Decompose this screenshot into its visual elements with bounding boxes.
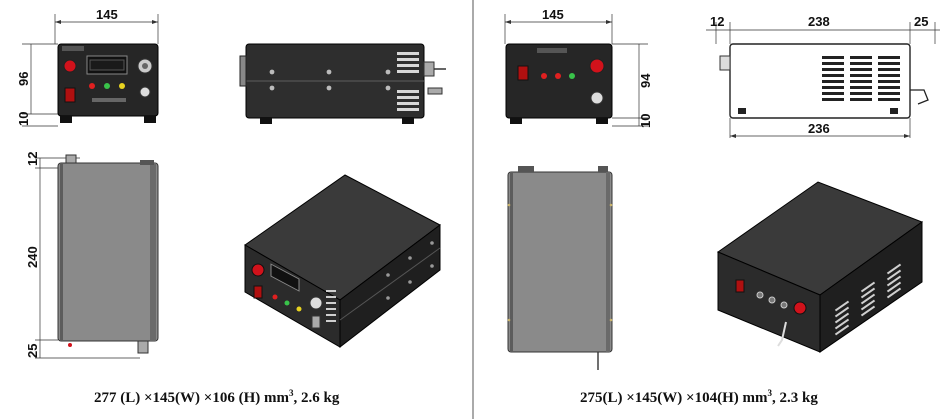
right-side-bottom-dim-label: 236	[808, 121, 830, 136]
right-side-body-dim-label: 238	[808, 14, 830, 29]
right-front-foot-label: 10	[638, 114, 653, 128]
left-front-width-label: 145	[96, 7, 118, 22]
left-front-view: 145 96 10	[16, 7, 159, 127]
left-front-foot-label: 10	[16, 112, 31, 126]
left-front-power-switch	[64, 87, 76, 103]
right-side-view: 12 238 25 236	[706, 14, 940, 138]
left-isometric-view	[244, 174, 441, 349]
left-top-view: 12 240 25	[25, 152, 159, 359]
right-side-right-dim-label: 25	[914, 14, 928, 29]
right-caption: 275(L) ×145(W) ×104(H) mm3, 2.3 kg	[580, 388, 818, 406]
left-front-body	[57, 43, 159, 117]
right-top-view	[507, 166, 613, 370]
right-front-width-label: 145	[542, 7, 564, 22]
left-length-dim-label: 240	[25, 246, 40, 268]
right-front-height-label: 94	[638, 73, 653, 88]
left-side-view	[239, 43, 446, 124]
right-side-left-dim-label: 12	[710, 14, 724, 29]
left-bottom-dim-label: 25	[25, 344, 40, 358]
left-front-height-label: 96	[16, 72, 31, 86]
left-caption: 277 (L) ×145(W) ×106 (H) mm3, 2.6 kg	[94, 388, 340, 406]
right-isometric-view	[716, 181, 924, 353]
left-front-key-knob	[63, 59, 77, 73]
right-front-view: 145 94 10	[504, 7, 653, 128]
left-top-dim-label: 12	[25, 152, 40, 166]
